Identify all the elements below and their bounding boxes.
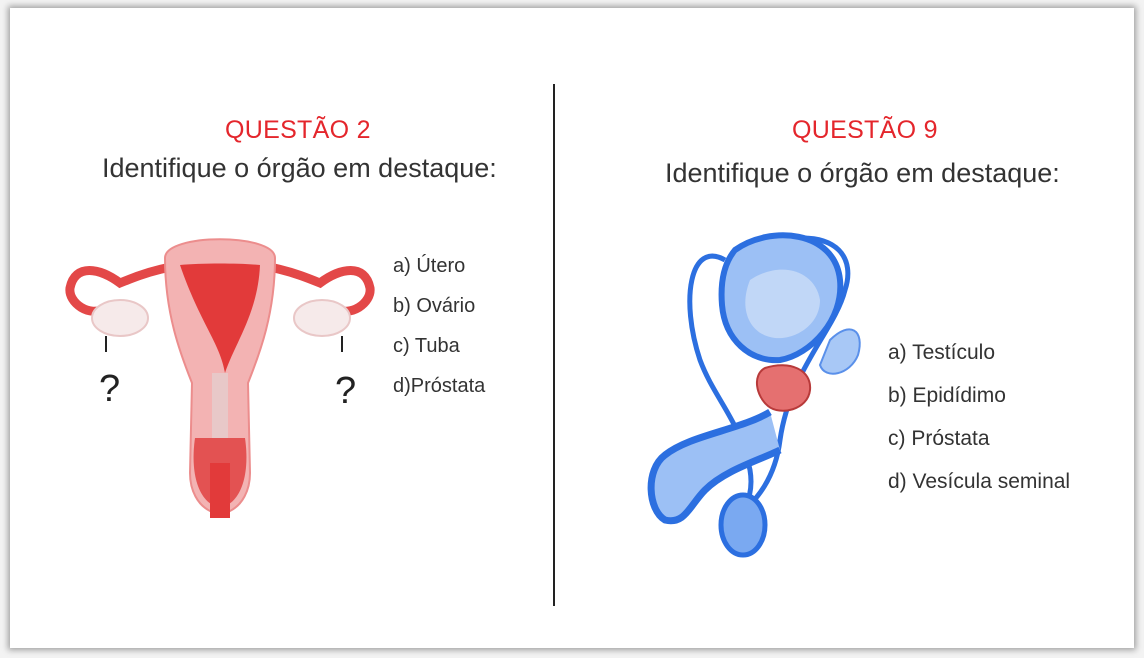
option-b: b) Ovário xyxy=(393,286,485,326)
question-mark-right: ? xyxy=(335,370,356,413)
option-d: d)Próstata xyxy=(393,366,485,406)
question-9-options: a) Testículo b) Epidídimo c) Próstata d)… xyxy=(888,331,1070,503)
question-mark-left: ? xyxy=(99,368,120,411)
question-sheet: QUESTÃO 2 Identifique o órgão em destaqu… xyxy=(10,8,1134,648)
option-a: a) Testículo xyxy=(888,331,1070,374)
male-reproductive-illustration xyxy=(630,220,880,565)
option-b: b) Epidídimo xyxy=(888,374,1070,417)
right-pointer-line xyxy=(341,336,343,352)
option-a: a) Útero xyxy=(393,246,485,286)
left-pointer-line xyxy=(105,336,107,352)
option-d: d) Vesícula seminal xyxy=(888,460,1070,503)
column-divider xyxy=(553,84,555,606)
option-c: c) Tuba xyxy=(393,326,485,366)
question-2-prompt: Identifique o órgão em destaque: xyxy=(102,153,497,184)
question-9-prompt: Identifique o órgão em destaque: xyxy=(665,158,1060,189)
option-c: c) Próstata xyxy=(888,417,1070,460)
question-2-title: QUESTÃO 2 xyxy=(225,116,371,145)
question-9-title: QUESTÃO 9 xyxy=(792,116,938,145)
question-2-options: a) Útero b) Ovário c) Tuba d)Próstata xyxy=(393,246,485,406)
